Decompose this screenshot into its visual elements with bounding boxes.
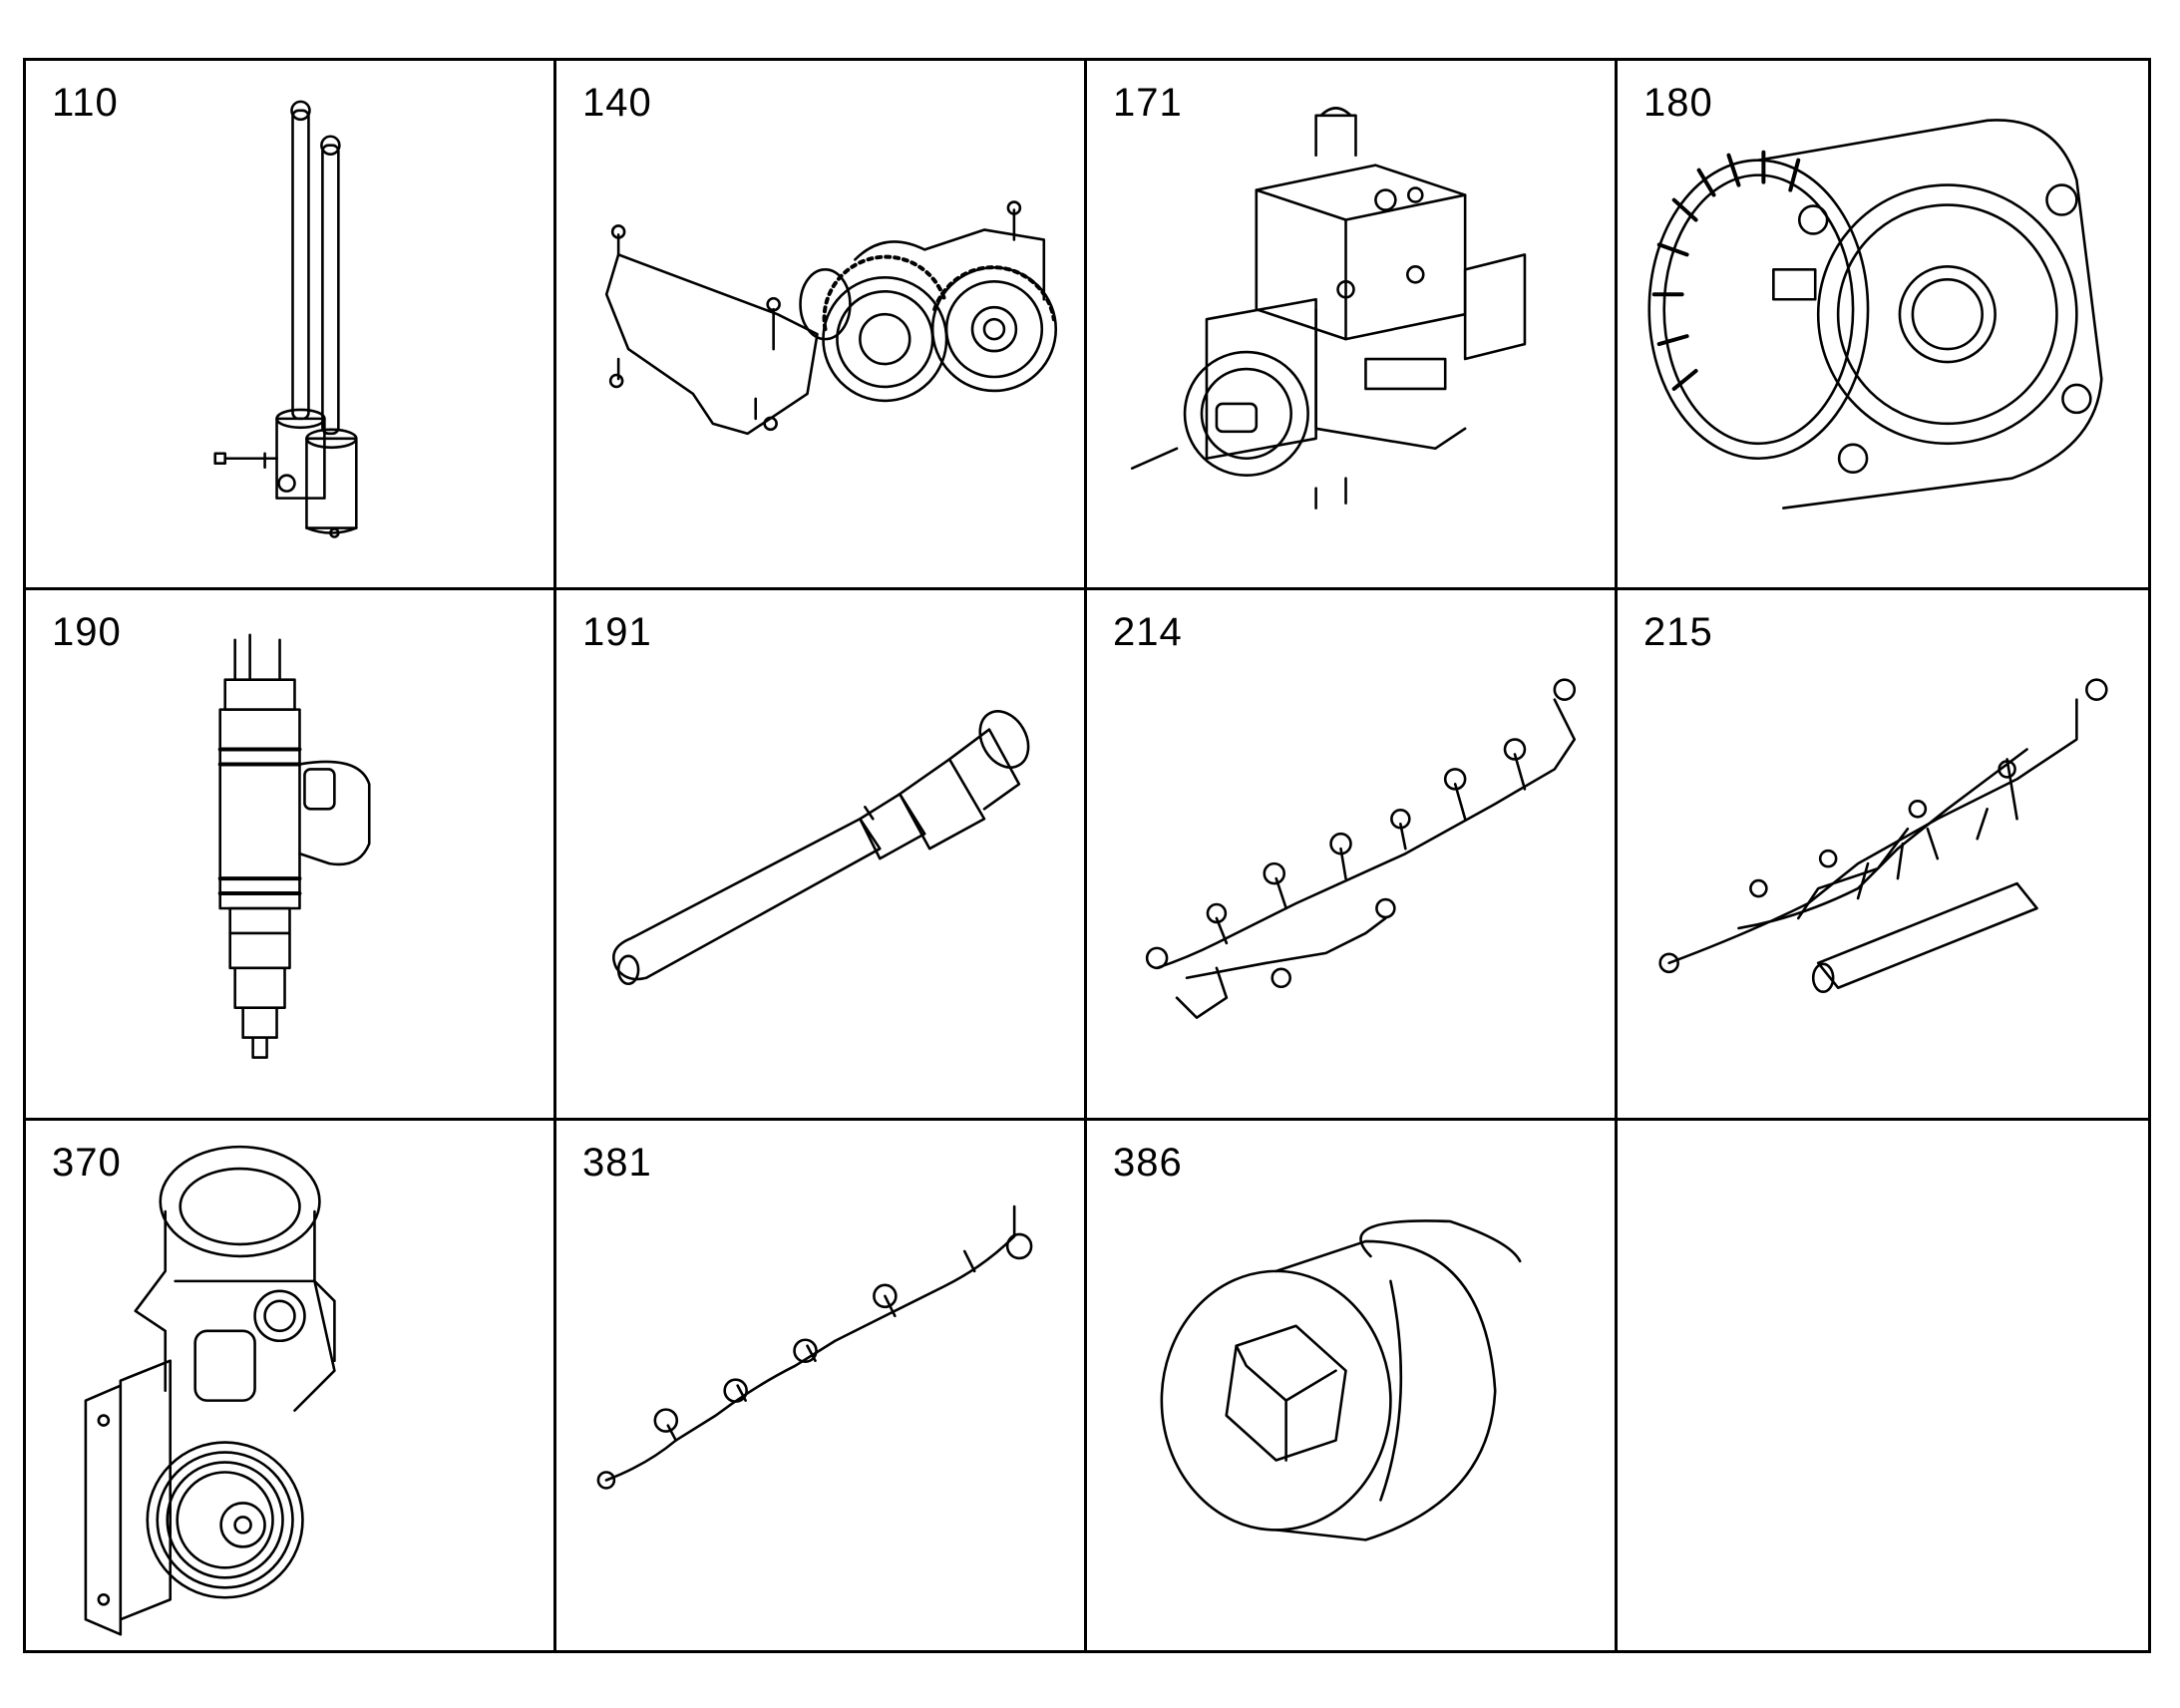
part-number: 215 [1643, 610, 1713, 655]
part-cell-140: 140 [556, 61, 1087, 591]
part-number: 191 [582, 610, 652, 655]
part-number: 140 [582, 81, 652, 125]
part-cell-191: 191 [556, 590, 1087, 1121]
part-number: 180 [1643, 81, 1713, 125]
part-cell-180: 180 [1618, 61, 2148, 591]
part-number: 381 [582, 1140, 652, 1185]
part-cell-381: 381 [556, 1120, 1087, 1650]
gear-drive-bracket-icon [604, 200, 1058, 436]
part-cell-370: 370 [26, 1120, 556, 1650]
fuel-injector-icon [217, 633, 371, 1060]
part-cell-110: 110 [26, 61, 556, 591]
part-number: 214 [1113, 610, 1183, 655]
part-number: 370 [52, 1140, 122, 1185]
part-number: 110 [52, 81, 119, 125]
cable-harness-icon [596, 1204, 1033, 1490]
part-cell-386: 386 [1087, 1120, 1618, 1650]
part-number: 190 [52, 610, 122, 655]
water-pump-housing-icon [84, 1145, 336, 1636]
pushrod-pair-icon [213, 100, 358, 538]
hex-socket-plug-icon [1160, 1218, 1522, 1541]
pressure-pipe-connector-icon [612, 710, 1030, 986]
part-cell-190: 190 [26, 590, 556, 1121]
gear-housing-icon [1647, 119, 2103, 510]
part-cell-214: 214 [1087, 590, 1618, 1121]
empty-cell [1618, 1121, 2148, 1650]
high-pressure-pump-icon [1130, 107, 1527, 510]
wiring-harness-icon [1145, 678, 1577, 1020]
part-cell-215: 215 [1618, 590, 2148, 1121]
injection-lines-icon [1658, 678, 2108, 994]
parts-grid: 110 140 [23, 58, 2151, 1653]
part-cell-171: 171 [1087, 61, 1618, 591]
part-number: 171 [1113, 81, 1183, 125]
part-number: 386 [1113, 1140, 1183, 1185]
